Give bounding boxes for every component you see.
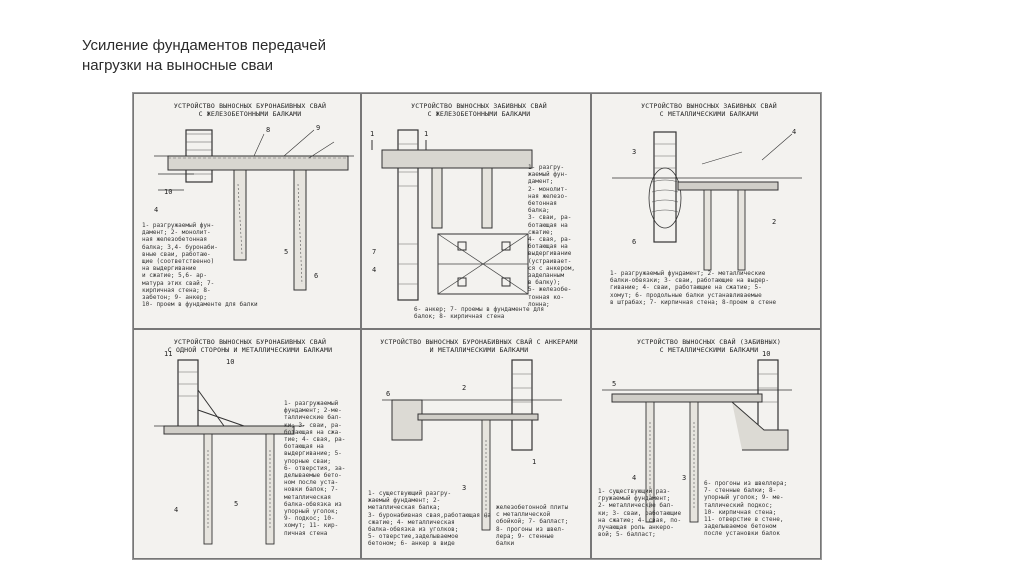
svg-text:1: 1 xyxy=(424,130,428,138)
panel-title-line-2: с металлическими балками xyxy=(659,110,759,118)
svg-text:8: 8 xyxy=(266,126,270,134)
panel-title-line-1: Устройство выносных забивных свай xyxy=(641,102,777,110)
panel-title-line-1: Устройство выносных свай (забивных) xyxy=(637,338,781,346)
panel-driven-piles-steel-beams-2: Устройство выносных свай (забивных) с ме… xyxy=(591,329,821,559)
svg-text:6: 6 xyxy=(386,390,390,398)
svg-text:10: 10 xyxy=(226,358,234,366)
svg-text:1: 1 xyxy=(370,130,374,138)
panel-bored-piles-one-side-steel-beams: Устройство выносных буронабивных свай с … xyxy=(133,329,361,559)
panel-legend: 1- существующий раз- гружаемый фундамент… xyxy=(598,488,682,539)
svg-text:2: 2 xyxy=(772,218,776,226)
svg-text:3: 3 xyxy=(682,474,686,482)
panel-title-line-1: Устройство выносных забивных свай xyxy=(411,102,547,110)
panel-driven-piles-rc-beams: Устройство выносных забивных свай с желе… xyxy=(361,93,591,329)
panel-title-line-2: и металлическими балками xyxy=(429,346,529,354)
panel-title-line-1: Устройство выносных буронабивных свай xyxy=(173,338,327,346)
panel-legend: 1- существующий разгру- жаемый фундамент… xyxy=(368,490,491,548)
panel-title: Устройство выносных буронабивных свай с … xyxy=(148,338,352,354)
panel-title-line-1: Устройство выносных буронабивных свай xyxy=(173,102,327,110)
svg-text:3: 3 xyxy=(632,148,636,156)
panel-title-line-2: с одной стороны и металлическими балками xyxy=(167,346,333,354)
section-drawing: 1 1 7 4 xyxy=(370,129,533,301)
panel-title: Устройство выносных забивных свай с желе… xyxy=(376,102,582,118)
section-drawing: 6 2 1 3 xyxy=(382,359,562,531)
panel-title-line-2: с железобетонными балками xyxy=(198,110,302,118)
slide-title-line-2: нагрузки на выносные сваи xyxy=(82,57,274,74)
svg-text:5: 5 xyxy=(612,380,616,388)
svg-text:3: 3 xyxy=(462,484,466,492)
section-drawing: 11 10 4 5 xyxy=(154,350,304,545)
section-drawing: 9 8 10 4 5 6 xyxy=(154,124,354,291)
svg-text:9: 9 xyxy=(316,124,320,132)
panel-legend: 1- разгружаемый фун- дамент; 2- монолит-… xyxy=(142,222,258,309)
panel-bored-piles-rc-beams: Устройство выносных буронабивных свай с … xyxy=(133,93,361,329)
svg-text:6: 6 xyxy=(314,272,318,280)
panel-bored-piles-anchors-steel-beams: Устройство выносных буронабивных свай с … xyxy=(361,329,591,559)
panel-title: Устройство выносных буронабивных свай с … xyxy=(376,338,582,354)
panel-title: Устройство выносных забивных свай с мета… xyxy=(606,102,812,118)
section-drawing: 4 3 2 6 xyxy=(612,128,802,271)
section-drawing: 5 10 4 3 xyxy=(602,350,792,523)
panel-legend: 1- разгружаемый фундамент; 2- металличес… xyxy=(610,270,777,306)
svg-text:10: 10 xyxy=(762,350,770,358)
svg-text:2: 2 xyxy=(462,384,466,392)
panel-title-line-2: с железобетонными балками xyxy=(427,110,531,118)
svg-text:5: 5 xyxy=(284,248,288,256)
panel-legend-continued: 6- анкер; 7- проемы в фундаменте для бал… xyxy=(414,306,545,321)
svg-text:5: 5 xyxy=(234,500,238,508)
svg-text:4: 4 xyxy=(154,206,158,214)
panel-title-line-1: Устройство выносных буронабивных свай с … xyxy=(380,338,578,346)
slide-title: Усиление фундаментов передачей нагрузки … xyxy=(82,36,326,76)
panel-driven-piles-steel-beams: Устройство выносных забивных свай с мета… xyxy=(591,93,821,329)
svg-text:7: 7 xyxy=(372,248,376,256)
svg-text:4: 4 xyxy=(372,266,376,274)
slide-title-line-1: Усиление фундаментов передачей xyxy=(82,37,326,54)
scanned-drawing-sheet: Устройство выносных буронабивных свай с … xyxy=(132,92,822,560)
panel-title: Устройство выносных буронабивных свай с … xyxy=(148,102,352,118)
panel-legend-continued: 6- прогоны из швеллера; 7- стенные балки… xyxy=(704,480,788,538)
svg-text:4: 4 xyxy=(174,506,178,514)
svg-text:4: 4 xyxy=(792,128,796,136)
svg-text:10: 10 xyxy=(164,188,172,196)
panel-legend: 1- разгружаемый фундамент; 2-ме- талличе… xyxy=(284,400,346,537)
svg-text:1: 1 xyxy=(532,458,536,466)
panel-legend-continued: железобетонной плиты с металлической обо… xyxy=(496,504,569,548)
panel-legend: 1- разгру- жаемый фун- дамент; 2- моноли… xyxy=(528,164,575,308)
panel-title-line-2: с металлическими балками xyxy=(659,346,759,354)
svg-text:11: 11 xyxy=(164,350,172,358)
panel-title: Устройство выносных свай (забивных) с ме… xyxy=(606,338,812,354)
svg-text:4: 4 xyxy=(632,474,636,482)
svg-text:6: 6 xyxy=(632,238,636,246)
